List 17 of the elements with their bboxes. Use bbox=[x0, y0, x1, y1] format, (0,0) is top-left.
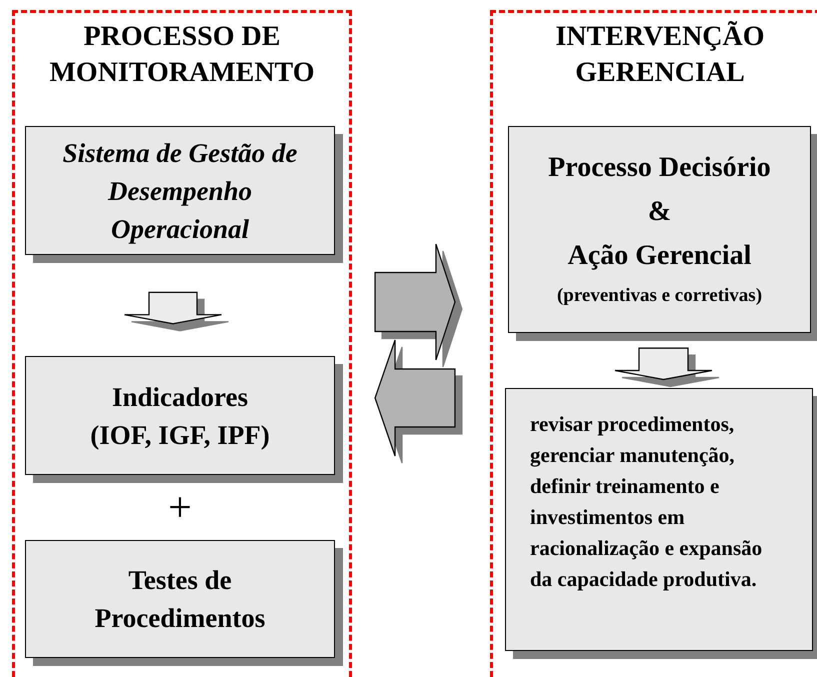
plus-sign: + bbox=[167, 486, 193, 530]
dashed-panel bbox=[12, 10, 352, 677]
box-text: revisar procedimentos, gerenciar manutenção, definir treinamento e investimentos em racionalização e expansão da capacidade produtiva. bbox=[530, 411, 764, 593]
block-arrow bbox=[374, 339, 456, 457]
block-arrow bbox=[614, 348, 713, 380]
block-arrow bbox=[124, 292, 222, 324]
box-text: Processo Decisório bbox=[548, 152, 771, 182]
box-text: Ação Gerencial bbox=[568, 240, 752, 270]
box-text: Indicadores (IOF, IGF, IPF) bbox=[89, 380, 271, 452]
box-text: & bbox=[648, 196, 672, 226]
box-text: (preventivas e corretivas) bbox=[556, 284, 762, 306]
box-text: Sistema de Gestão de Desempenho Operacional bbox=[62, 136, 298, 246]
dashed-panel bbox=[490, 10, 817, 677]
panel-title: INTERVENÇÃO GERENCIAL bbox=[554, 20, 766, 90]
panel-title: PROCESSO DE MONITORAMENTO bbox=[48, 20, 316, 90]
box-text: Testes de Procedimentos bbox=[94, 564, 266, 635]
block-arrow bbox=[374, 243, 456, 361]
